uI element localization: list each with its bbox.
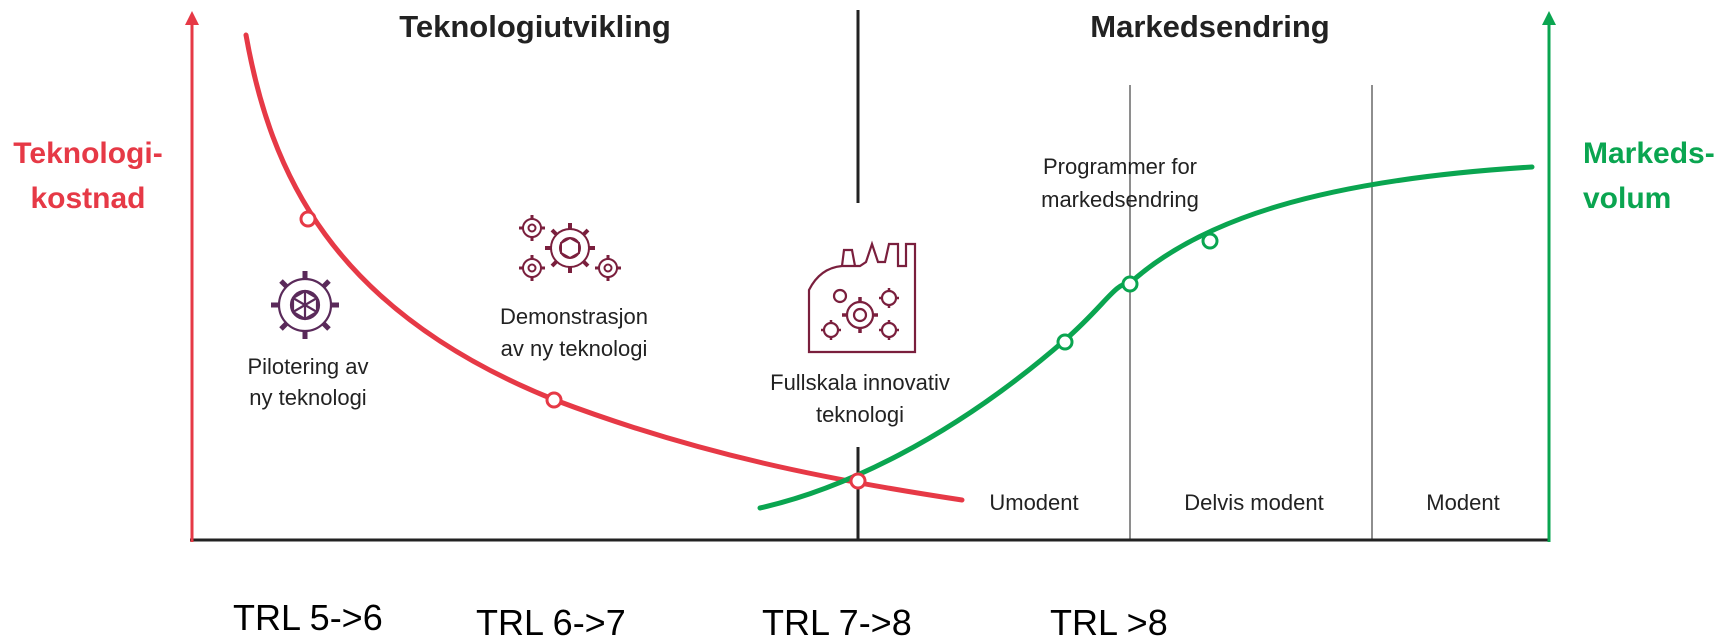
market-marker-2	[1121, 275, 1139, 293]
maturity-mature-label: Modent	[1426, 490, 1499, 515]
demo-label-line1: Demonstrasjon	[500, 304, 648, 329]
cost-marker-demo	[545, 391, 563, 409]
program-label-line1: Programmer for	[1043, 154, 1197, 179]
market-marker-3	[1201, 232, 1219, 250]
fullscale-label-line2: teknologi	[816, 402, 904, 427]
demo-label-line2: av ny teknologi	[501, 336, 648, 361]
market-axis-label-line1: Markeds-	[1583, 137, 1715, 170]
cost-marker-pilot	[299, 210, 317, 228]
pilot-label-line2: ny teknologi	[249, 385, 366, 410]
factory-icon	[807, 240, 917, 354]
program-label-line2: markedsendring	[1041, 187, 1199, 212]
trl-label-4: TRL >8	[1050, 602, 1168, 639]
trl-label-1: TRL 5->6	[233, 597, 383, 638]
section-title-market: Markedsendring	[1090, 9, 1329, 44]
maturity-immature-label: Umodent	[989, 490, 1078, 515]
gears-cluster-icon	[519, 215, 621, 281]
market-axis-arrow-icon	[1542, 11, 1556, 25]
cost-axis-label-line1: Teknologi-	[13, 137, 162, 170]
trl-label-2: TRL 6->7	[476, 602, 626, 639]
fullscale-label-line1: Fullskala innovativ	[770, 370, 950, 395]
pilot-label-line1: Pilotering av	[247, 354, 368, 379]
intersection-marker	[849, 472, 867, 490]
trl-label-3: TRL 7->8	[762, 602, 912, 639]
market-marker-1	[1056, 333, 1074, 351]
cost-axis-arrow-icon	[185, 11, 199, 25]
market-curve	[757, 164, 1535, 511]
cost-curve	[243, 32, 965, 503]
gear-icon	[271, 271, 339, 339]
cost-axis-label-line2: kostnad	[30, 182, 145, 215]
section-title-technology: Teknologiutvikling	[399, 9, 671, 44]
market-axis-label-line2: volum	[1583, 182, 1671, 215]
maturity-partly-label: Delvis modent	[1184, 490, 1323, 515]
